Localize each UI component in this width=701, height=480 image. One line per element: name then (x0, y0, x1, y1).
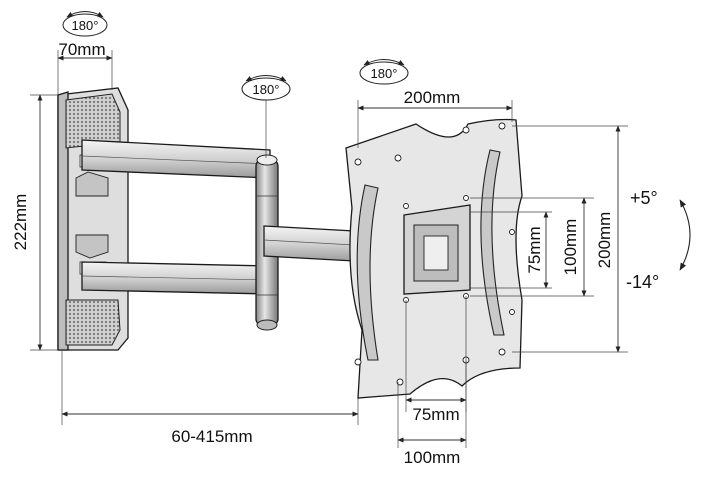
wall-plate (57, 87, 129, 351)
tilt-down-label: -14° (626, 272, 659, 292)
lower-arm (81, 261, 271, 295)
dim-vertical-100: 100mm (561, 219, 580, 276)
dim-bottom-75: 75mm (412, 405, 459, 424)
rotation-label-head: 180° (371, 66, 398, 81)
dim-plate-right-height: 200mm (595, 212, 614, 269)
dim-bottom-100: 100mm (404, 448, 461, 467)
dim-plate-top-width: 200mm (404, 88, 461, 107)
dim-wall-plate-height: 222mm (11, 194, 30, 251)
dim-vertical-75: 75mm (525, 226, 544, 273)
rotation-label-arm: 180° (253, 82, 280, 97)
dimension-lines (30, 50, 628, 448)
rotation-label-wall: 180° (72, 18, 99, 33)
rotation-badge-wall: 180° (62, 11, 108, 37)
forearm (263, 225, 373, 263)
tilt-up-label: +5° (630, 188, 658, 208)
bracket-center (403, 204, 471, 295)
tilt-indicator: +5° -14° (626, 188, 691, 292)
rotation-badge-arm: 180° (241, 75, 291, 101)
vesa-plate (345, 118, 523, 399)
dim-wall-plate-width: 70mm (58, 40, 105, 59)
dim-extension: 60-415mm (171, 427, 252, 446)
rotation-badge-head: 180° (359, 59, 409, 85)
